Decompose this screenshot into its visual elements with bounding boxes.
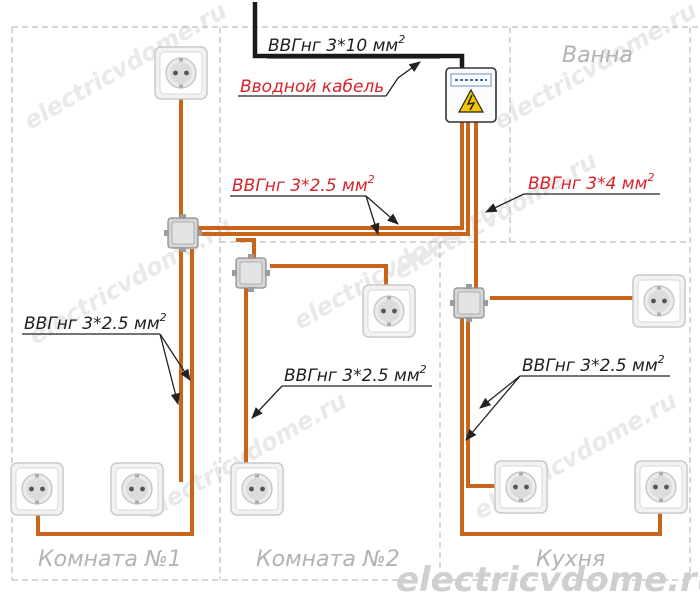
kitchen-branch-label: ВВГнг 3*2.5 мм2: [522, 353, 665, 376]
input-cable-name-label: Вводной кабель: [240, 77, 384, 97]
socket-icon: [110, 462, 164, 516]
socket-icon: [154, 46, 208, 100]
junction-box-icon: [232, 254, 270, 292]
input-cable-leader: [385, 61, 421, 97]
input-cable-spec-label: ВВГнг 3*10 мм2: [268, 33, 405, 56]
leader-lines: [22, 57, 670, 441]
room-label-room2: Комната №2: [256, 547, 400, 572]
room2-branch-label: ВВГнг 3*2.5 мм2: [284, 363, 427, 386]
lightning-hazard-icon: [457, 88, 485, 113]
distribution-panel-icon: [445, 67, 497, 123]
site-watermark: electricvdome.ru: [396, 560, 700, 596]
socket-icon: [362, 284, 416, 338]
socket-icon: [494, 460, 548, 514]
socket-icon: [632, 274, 686, 328]
room-label-room1: Комната №1: [38, 547, 182, 572]
socket-icon: [230, 462, 284, 516]
room-label-kitchen: Кухня: [536, 547, 605, 572]
main-line-label: ВВГнг 3*2.5 мм2: [232, 173, 375, 196]
socket-icon: [10, 462, 64, 516]
junction-box-icon: [450, 284, 488, 322]
input-cable: [252, 2, 465, 70]
room-walls: [11, 26, 700, 581]
socket-icon: [634, 460, 688, 514]
kitchen-feed-label: ВВГнг 3*4 мм2: [528, 171, 654, 194]
room1-branch-label: ВВГнг 3*2.5 мм2: [24, 311, 167, 334]
room-label-bathroom: Ванна: [562, 43, 633, 68]
junction-box-icon: [164, 214, 202, 252]
watermark-text: electricvdome.ru: [389, 146, 602, 285]
